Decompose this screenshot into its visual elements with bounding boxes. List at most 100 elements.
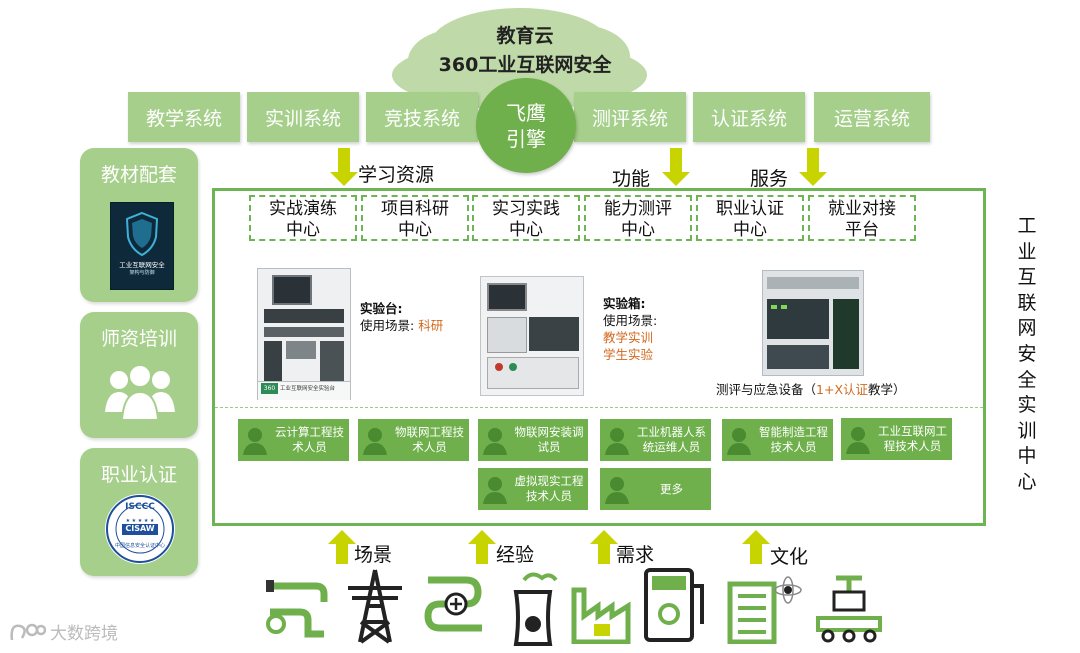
pipeline-icon	[266, 580, 328, 638]
arrow-up-culture	[742, 530, 770, 564]
eval-suffix: 教学）	[868, 382, 906, 397]
system-training[interactable]: 实训系统	[247, 92, 359, 142]
arrow-down-learning	[330, 148, 358, 186]
person-icon	[605, 477, 629, 504]
system-operation[interactable]: 运营系统	[814, 92, 930, 142]
lab-box-scene-1: 教学实训	[603, 330, 654, 345]
center-combat-drill[interactable]: 实战演练 中心	[249, 195, 357, 241]
role-smart-manufacturing[interactable]: 智能制造工程技术人员	[722, 419, 833, 461]
eval-device-label: 测评与应急设备（1+X认证教学）	[716, 381, 906, 398]
book-subtitle: 架构与防御	[129, 270, 155, 276]
center-6-line-1: 就业对接	[828, 199, 896, 219]
badge-top: ISCCC	[125, 502, 155, 512]
role-more[interactable]: 更多	[600, 468, 711, 510]
cloud-title: 教育云 360工业互联网安全	[360, 22, 690, 80]
panel-teacher-training[interactable]: 师资培训	[80, 312, 198, 438]
engine-line-2: 引擎	[506, 126, 546, 151]
panel-textbook[interactable]: 教材配套 工业互联网安全 架构与防御	[80, 148, 198, 302]
nuclear-plant-icon	[513, 572, 558, 646]
badge-mid: CISAW	[125, 524, 155, 533]
person-icon	[363, 428, 387, 455]
building-atom-icon	[727, 576, 802, 644]
center-ability-test[interactable]: 能力测评 中心	[584, 195, 692, 241]
center-3-line-2: 中心	[509, 220, 543, 240]
lab-bench-scene: 科研	[418, 318, 444, 333]
role-iot-installer[interactable]: 物联网安装调试员	[478, 419, 588, 461]
center-1-line-1: 实战演练	[269, 199, 337, 219]
center-project-research[interactable]: 项目科研 中心	[361, 195, 469, 241]
role-label: 更多	[660, 481, 683, 496]
role-label: 工业互联网工程技术人员	[878, 424, 947, 453]
training-center-frame	[212, 188, 986, 526]
system-evaluation[interactable]: 测评系统	[574, 92, 686, 142]
panel-certification[interactable]: 职业认证 ★ ★ ★ ★ ★ ISCCC CISAW 中国信息安全认证中心	[80, 448, 198, 576]
person-icon	[483, 477, 507, 504]
system-competition[interactable]: 竞技系统	[366, 92, 478, 142]
eval-cert: 1+X认证	[816, 382, 869, 397]
center-employment[interactable]: 就业对接 平台	[808, 195, 916, 241]
person-icon	[483, 428, 507, 455]
book-title: 工业互联网安全	[119, 261, 165, 269]
lab-box-name: 实验箱:	[603, 296, 646, 311]
role-iot-engineer[interactable]: 物联网工程技术人员	[358, 419, 469, 461]
role-vr-engineer[interactable]: 虚拟现实工程技术人员	[478, 468, 588, 510]
shield-icon	[125, 211, 159, 257]
role-label: 物联网工程技术人员	[395, 425, 464, 454]
person-icon	[243, 428, 267, 455]
label-culture: 文化	[770, 546, 809, 568]
fuel-station-icon	[644, 568, 704, 642]
arrow-up-experience	[468, 530, 496, 564]
center-6-line-2: 平台	[845, 220, 879, 240]
center-internship[interactable]: 实习实践 中心	[472, 195, 580, 241]
iscc-badge: ★ ★ ★ ★ ★ ISCCC CISAW 中国信息安全认证中心	[105, 494, 175, 564]
lab-bench-label: 实验台: 使用场景: 科研	[360, 300, 443, 334]
role-cloud-engineer[interactable]: 云计算工程技术人员	[238, 419, 349, 461]
pipes-valve-icon	[424, 576, 482, 632]
svg-text:★ ★ ★ ★ ★: ★ ★ ★ ★ ★	[126, 518, 155, 524]
center-4-line-1: 能力测评	[604, 199, 672, 219]
label-experience: 经验	[496, 544, 535, 566]
panel-textbook-title: 教材配套	[100, 164, 177, 186]
center-2-line-1: 项目科研	[381, 199, 449, 219]
engine-circle[interactable]: 飞鹰 引擎	[476, 78, 576, 173]
role-label: 云计算工程技术人员	[275, 425, 344, 454]
system-teaching[interactable]: 教学系统	[128, 92, 240, 142]
book-cover: 工业互联网安全 架构与防御	[110, 202, 174, 290]
watermark-text: 大数跨境	[50, 624, 118, 644]
center-2-line-2: 中心	[398, 220, 432, 240]
role-label: 虚拟现实工程技术人员	[514, 474, 584, 503]
arrow-up-scene	[328, 530, 356, 564]
role-iiot-engineer[interactable]: 工业互联网工程技术人员	[841, 418, 952, 460]
device-eval-emergency	[762, 270, 864, 376]
center-1-line-2: 中心	[286, 220, 320, 240]
people-group-icon	[105, 364, 175, 421]
lab-box-scene-2: 学生实验	[603, 347, 654, 362]
center-4-line-2: 中心	[621, 220, 655, 240]
label-demand: 需求	[616, 544, 655, 566]
badge-seal-icon: ★ ★ ★ ★ ★	[106, 495, 174, 563]
center-5-line-1: 职业认证	[716, 199, 784, 219]
person-icon	[727, 428, 751, 455]
cloud-line-2: 360工业互联网安全	[438, 54, 612, 76]
center-certification[interactable]: 职业认证 中心	[696, 195, 804, 241]
person-icon	[605, 428, 629, 455]
lab-box-label: 实验箱: 使用场景: 教学实训 学生实验	[603, 295, 657, 363]
arrow-up-demand	[590, 530, 618, 564]
badge-ring-text: 中国信息安全认证中心	[114, 543, 165, 549]
role-label: 工业机器人系统运维人员	[637, 425, 706, 454]
system-certification[interactable]: 认证系统	[693, 92, 805, 142]
label-learning-resources: 学习资源	[358, 164, 435, 186]
lab-box-scene-prefix: 使用场景:	[603, 313, 658, 328]
watermark-logo-icon	[10, 623, 46, 640]
label-scene: 场景	[354, 544, 393, 566]
factory-icon	[571, 587, 631, 644]
role-label: 物联网安装调试员	[514, 425, 584, 454]
person-icon	[846, 427, 870, 454]
vertical-title: 工业互联网安全实训中心	[1017, 215, 1037, 493]
center-3-line-1: 实习实践	[492, 199, 560, 219]
power-tower-icon	[348, 569, 402, 644]
center-5-line-2: 中心	[733, 220, 767, 240]
role-robot-operator[interactable]: 工业机器人系统运维人员	[600, 419, 711, 461]
lab-bench-scene-prefix: 使用场景:	[360, 318, 415, 333]
cloud-line-1: 教育云	[496, 25, 554, 47]
